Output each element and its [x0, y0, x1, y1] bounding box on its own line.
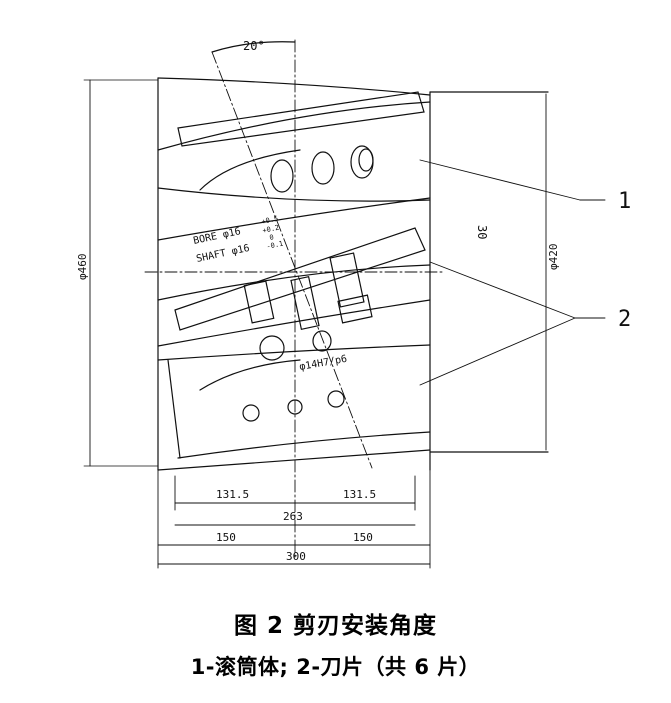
middle-body-lower-curve — [157, 299, 431, 347]
leader-1 — [419, 159, 581, 201]
upper-blade — [177, 91, 425, 147]
upper-body-lower-curve — [157, 187, 431, 202]
upper-body-curve — [157, 101, 431, 151]
dim-300-label: 300 — [286, 550, 306, 563]
dim-150-right: 150 — [353, 531, 373, 544]
dim-131-5-right: 131.5 — [343, 488, 376, 501]
lower-body-top-curve — [157, 344, 431, 361]
dim-131-5-left: 131.5 — [216, 488, 249, 501]
upper-hole-1 — [270, 159, 294, 193]
lower-left-boss — [259, 335, 285, 361]
shaft-tol-lower: -0.1 — [266, 240, 284, 251]
pin-hole — [312, 330, 332, 352]
callout-2: 2 — [618, 307, 631, 332]
lower-body-inner-arc — [199, 359, 301, 391]
callout-1: 1 — [618, 189, 631, 214]
upper-hole-2 — [311, 151, 335, 185]
bore-tol-upper: +0.5 — [261, 215, 279, 226]
angle-label: 20° — [243, 39, 265, 53]
middle-body-curve — [157, 264, 431, 301]
engineering-drawing: 20° 30 φ460 φ420 BORE φ16 +0.5 +0.2 SHAF… — [76, 39, 631, 569]
dim-150-left: 150 — [216, 531, 236, 544]
dim-263-label: 263 — [283, 510, 303, 523]
figure-title: 图 2 剪刃安装角度 — [233, 613, 438, 639]
leader-2a — [429, 261, 576, 319]
drum-bottom-arc — [157, 449, 431, 471]
upper-hole-3-inner — [358, 148, 374, 172]
fit-label: φ14H7/p6 — [299, 354, 348, 373]
shaft-tol-upper: 0 — [269, 233, 275, 242]
bolt-right — [329, 252, 365, 308]
dim-460-label: φ460 — [76, 254, 89, 281]
inclined-centerline — [211, 51, 373, 469]
bolt-left — [243, 280, 275, 324]
bolt-middle — [290, 275, 320, 331]
angle-arc — [211, 41, 296, 53]
shaft-label: SHAFT φ16 — [195, 243, 250, 265]
bolt-right-head — [337, 294, 373, 324]
lower-hole-3 — [327, 390, 345, 408]
dim-30-label: 30 — [475, 225, 489, 239]
upper-body-inner-arc — [199, 149, 301, 191]
dim-420-label: φ420 — [547, 244, 560, 271]
figure-legend: 1-滚筒体; 2-刀片（共 6 片） — [190, 655, 481, 679]
lower-body-left-edge — [167, 359, 181, 459]
drum-top-arc — [157, 77, 431, 96]
lower-body-bottom-curve — [177, 431, 431, 459]
bore-tol-lower: +0.2 — [262, 224, 280, 235]
middle-body-top-curve — [157, 197, 431, 241]
leader-2b — [419, 317, 576, 386]
lower-blade — [174, 227, 426, 331]
lower-hole-1 — [242, 404, 260, 422]
